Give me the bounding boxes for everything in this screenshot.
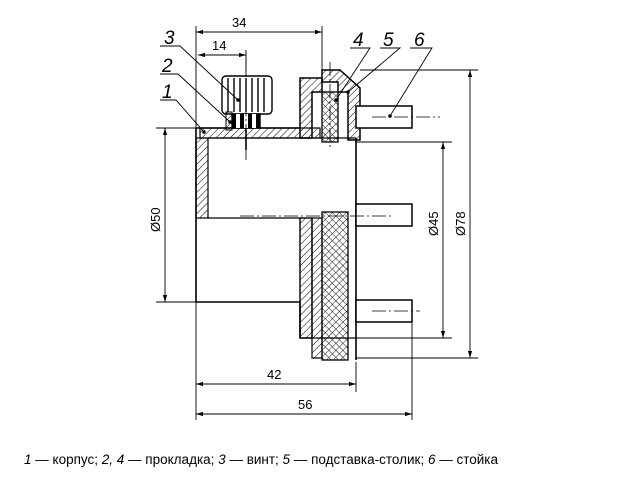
- caption-text-6: — стойка: [435, 452, 499, 467]
- caption-num-3: 3: [218, 452, 226, 467]
- dim-56-label: 56: [298, 397, 312, 412]
- figure-caption: 1 — корпус; 2, 4 — прокладка; 3 — винт; …: [24, 452, 614, 467]
- stand-table-5: [299, 69, 361, 141]
- caption-text-5: — подставка-столик;: [290, 452, 428, 467]
- callout-1: 1: [162, 82, 173, 103]
- technical-drawing: 34 14 42 56 Ø50 Ø45 Ø78 1 2 3 4 5 6: [148, 15, 478, 420]
- callout-4: 4: [353, 30, 364, 51]
- dimension-lines: [156, 26, 478, 420]
- dim-34-label: 34: [232, 15, 246, 30]
- caption-text-2: — прокладка;: [124, 452, 219, 467]
- caption-text-1: — корпус;: [31, 452, 102, 467]
- dim-78-label: Ø78: [453, 211, 468, 236]
- callout-6: 6: [414, 30, 425, 51]
- callout-2: 2: [161, 56, 173, 77]
- leader-lines: [160, 45, 433, 133]
- caption-num-5: 5: [282, 452, 291, 467]
- gasket-4: [321, 91, 349, 361]
- caption-text-3: — винт;: [225, 452, 283, 467]
- dim-50-label: Ø50: [148, 207, 163, 232]
- callout-3: 3: [164, 28, 175, 49]
- callout-5: 5: [383, 30, 394, 51]
- caption-num-6: 6: [427, 452, 436, 467]
- dim-45-label: Ø45: [426, 211, 441, 236]
- dim-14-label: 14: [212, 38, 226, 53]
- caption-num-2: 2, 4: [101, 452, 125, 467]
- dim-42-label: 42: [267, 367, 281, 382]
- caption-num-1: 1: [24, 452, 32, 467]
- post-6: [355, 105, 413, 323]
